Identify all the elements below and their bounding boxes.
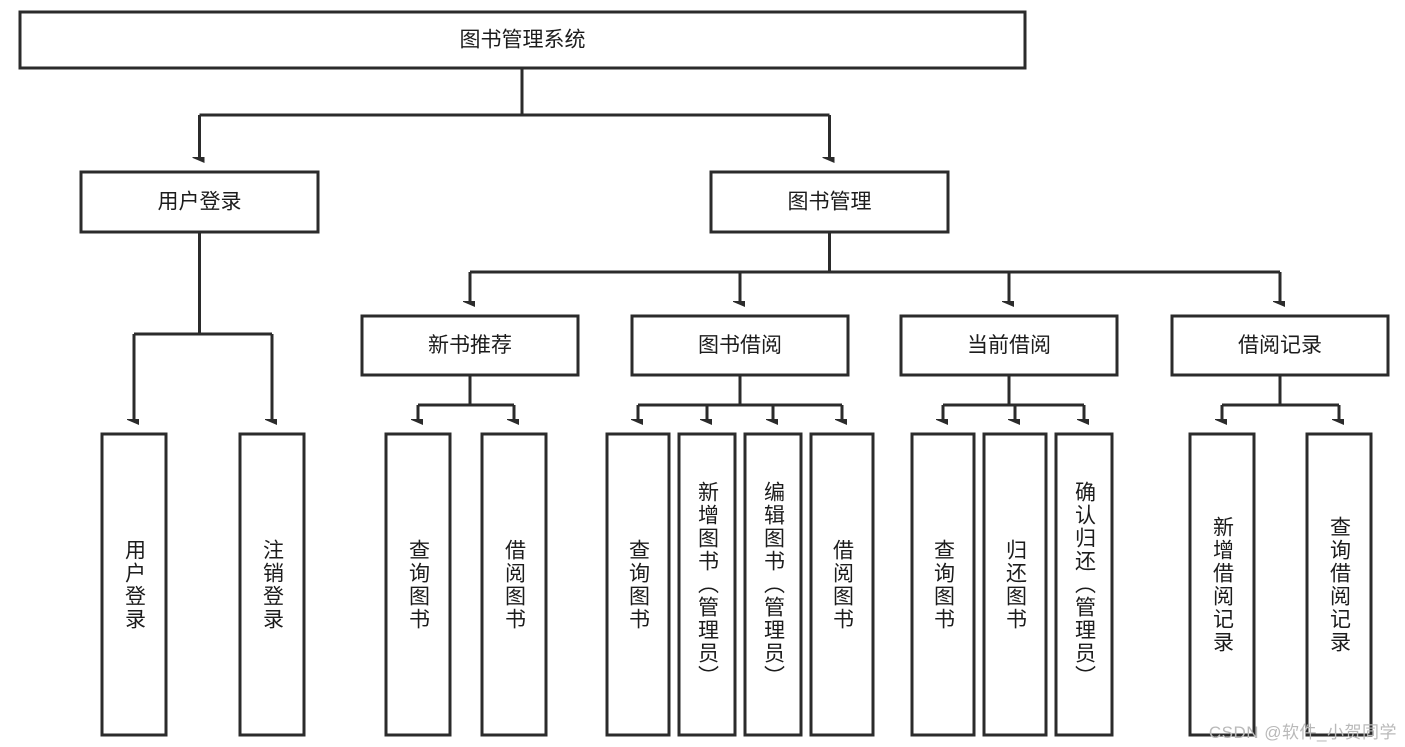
node-box-current-borrow[interactable] [899,314,1119,377]
node-box-book-manage[interactable] [709,170,950,234]
node-current-borrow[interactable]: 当前借阅 [899,314,1119,377]
node-book-manage[interactable]: 图书管理 [709,170,950,234]
node-box-book-borrow[interactable] [630,314,850,377]
connector-layer [134,68,1339,420]
node-label-current-borrow: 当前借阅 [967,334,1051,357]
node-leaf-confirm-return[interactable] [1054,432,1114,737]
node-box-user-login[interactable] [79,170,320,234]
node-root[interactable]: 图书管理系统 [18,10,1027,70]
node-box-leaf-query-book-2[interactable] [605,432,671,737]
node-leaf-add-record[interactable] [1188,432,1256,737]
node-leaf-borrow-book-2[interactable] [809,432,875,737]
node-box-leaf-add-book[interactable] [677,432,737,737]
node-leaf-user-login[interactable] [100,432,168,737]
node-box-leaf-confirm-return[interactable] [1054,432,1114,737]
node-box-root[interactable] [18,10,1027,70]
node-borrow-record[interactable]: 借阅记录 [1170,314,1390,377]
node-label-root: 图书管理系统 [460,29,586,52]
node-label-user-login: 用户登录 [158,191,242,214]
node-leaf-query-book-2[interactable] [605,432,671,737]
node-box-leaf-return-book[interactable] [982,432,1048,737]
node-leaf-query-book-1[interactable] [384,432,452,737]
node-leaf-borrow-book-1[interactable] [480,432,548,737]
node-leaf-query-record[interactable] [1305,432,1373,737]
node-leaf-logout[interactable] [238,432,306,737]
node-box-leaf-query-book-1[interactable] [384,432,452,737]
node-box-leaf-logout[interactable] [238,432,306,737]
node-label-book-manage: 图书管理 [788,191,872,214]
node-box-leaf-query-record[interactable] [1305,432,1373,737]
node-user-login[interactable]: 用户登录 [79,170,320,234]
node-label-new-book-recommend: 新书推荐 [428,334,512,357]
node-leaf-query-book-3[interactable] [910,432,976,737]
node-leaf-add-book[interactable] [677,432,737,737]
node-box-leaf-edit-book[interactable] [743,432,803,737]
node-label-book-borrow: 图书借阅 [698,334,782,357]
node-leaf-return-book[interactable] [982,432,1048,737]
node-leaf-edit-book[interactable] [743,432,803,737]
node-box-leaf-user-login[interactable] [100,432,168,737]
watermark-label: CSDN @软件_小贺同学 [1208,723,1397,742]
node-box-leaf-query-book-3[interactable] [910,432,976,737]
node-box-new-book-recommend[interactable] [360,314,580,377]
node-box-leaf-add-record[interactable] [1188,432,1256,737]
node-box-borrow-record[interactable] [1170,314,1390,377]
node-new-book-recommend[interactable]: 新书推荐 [360,314,580,377]
node-box-leaf-borrow-book-2[interactable] [809,432,875,737]
node-book-borrow[interactable]: 图书借阅 [630,314,850,377]
node-box-leaf-borrow-book-1[interactable] [480,432,548,737]
node-label-borrow-record: 借阅记录 [1238,334,1322,357]
